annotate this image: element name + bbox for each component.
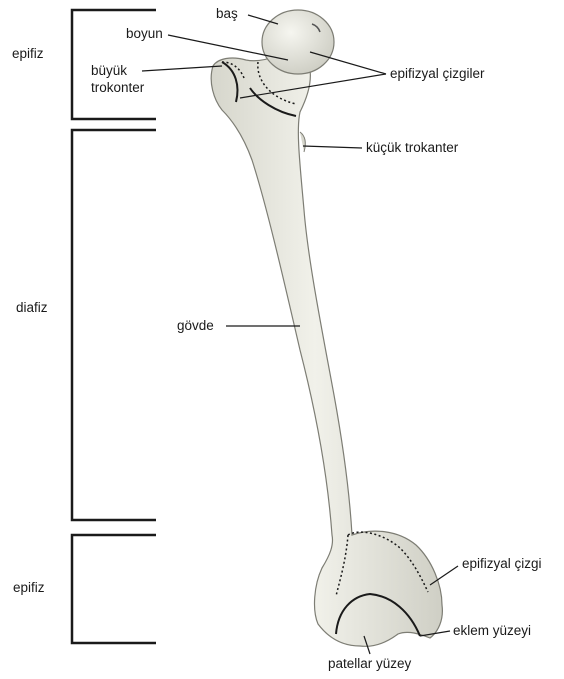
region-label-proximal-epiphysis: epifiz: [12, 46, 44, 62]
femoral-head: [262, 10, 334, 74]
femur-bone: [211, 10, 442, 646]
lesser-trochanter: [300, 132, 305, 152]
label-articular-surface: eklem yüzeyi: [453, 623, 531, 639]
bracket-diaphysis: [72, 130, 156, 520]
label-greater-trochanter-line2: trokonter: [91, 80, 144, 96]
label-neck: boyun: [126, 26, 163, 42]
label-shaft: gövde: [177, 318, 214, 334]
region-label-distal-epiphysis: epifiz: [13, 580, 45, 596]
label-greater-trochanter-line1: büyük: [91, 63, 127, 79]
region-label-diaphysis: diafiz: [16, 300, 48, 316]
label-lesser-trochanter: küçük trokanter: [366, 140, 458, 156]
bracket-distal-epiphysis: [72, 535, 156, 643]
leader-greater-trochanter: [142, 66, 222, 71]
label-head: baş: [216, 6, 238, 22]
label-epiphyseal-lines: epifizyal çizgiler: [390, 66, 485, 82]
leader-lesser-trochanter: [303, 146, 362, 148]
region-brackets: [72, 10, 156, 643]
label-patellar-surface: patellar yüzey: [328, 656, 411, 672]
label-epiphyseal-line: epifizyal çizgi: [462, 556, 542, 572]
